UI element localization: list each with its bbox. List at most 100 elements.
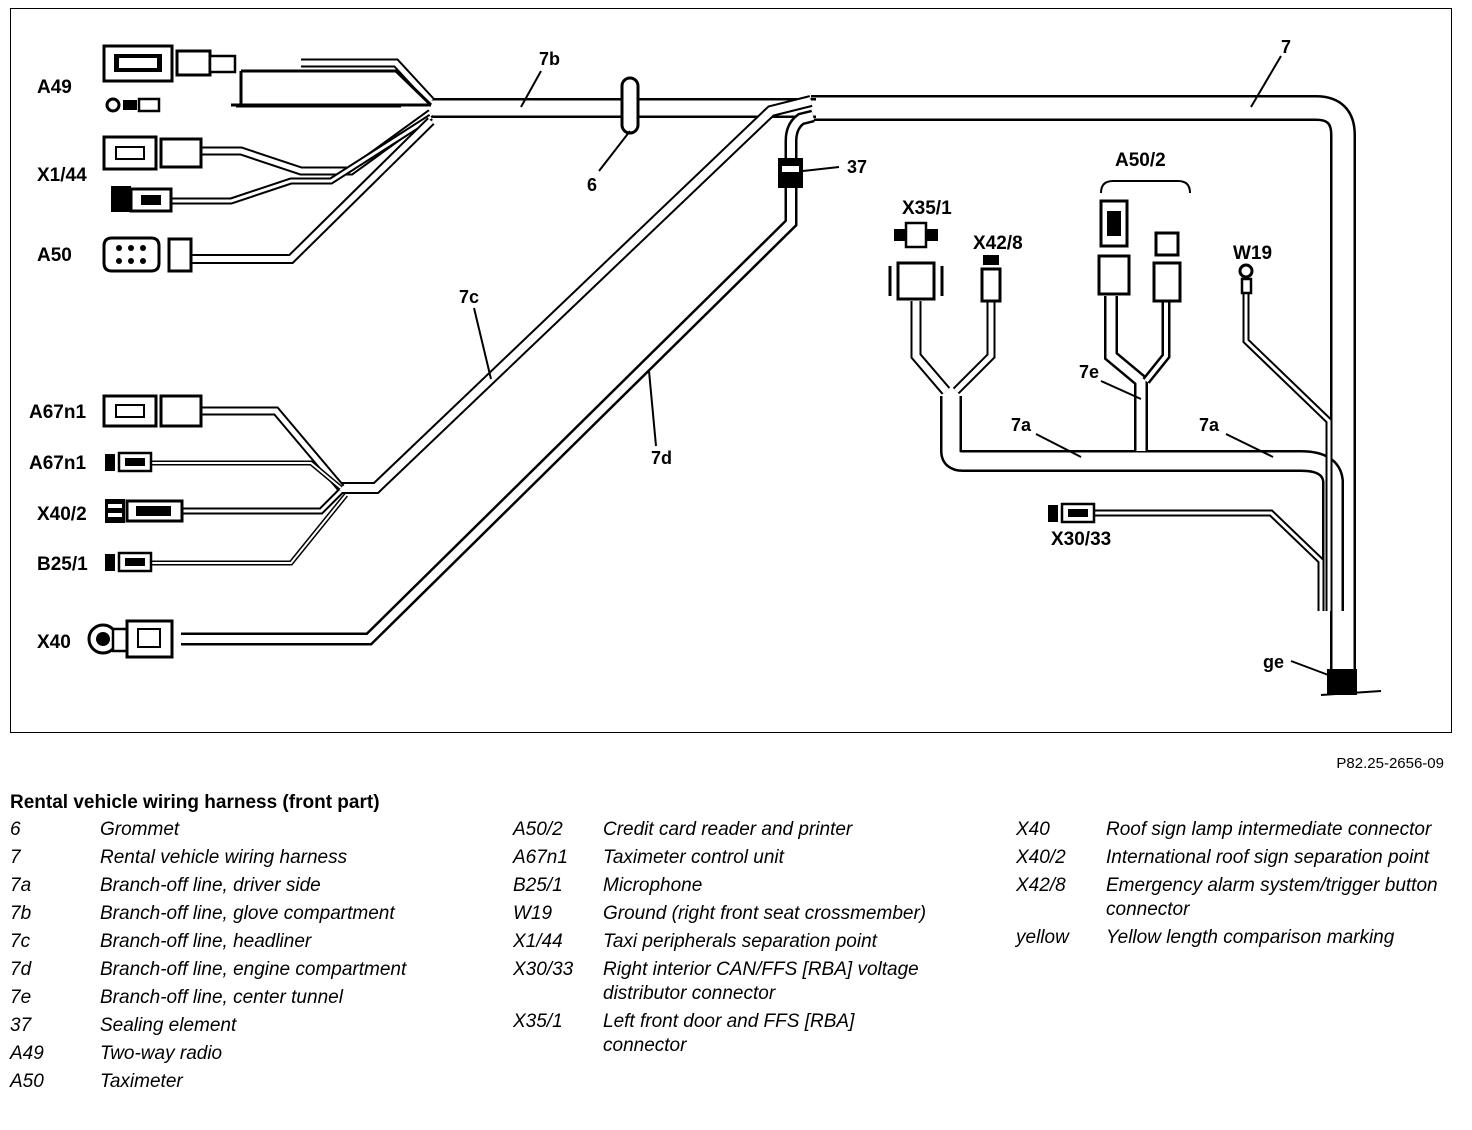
label-7: 7 [1281,37,1291,57]
connector-x30-33 [1048,502,1096,524]
legend-item: 7a Branch-off line, driver side [10,874,470,898]
legend-code: X40/2 [1016,847,1066,868]
legend-code: 7a [10,875,32,896]
label-x40-2: X40/2 [37,504,87,525]
connector-x40 [87,619,174,659]
label-37: 37 [847,157,867,177]
legend-item: B25/1 Microphone [513,874,943,898]
legend-item: X42/8 Emergency alarm system/trigger butt… [1016,874,1456,922]
legend-description: Branch-off line, center tunnel [100,987,343,1008]
connector-a67n1-large [102,394,203,428]
legend-item: W19 Ground (right front seat crossmember) [513,902,943,926]
connector-a49-antenna [105,97,161,113]
connector-b25-1 [105,551,153,573]
connector-a67n1-small [105,451,153,473]
label-a50-2: A50/2 [1115,150,1166,171]
legend-code: X35/1 [513,1011,563,1032]
connector-a50 [102,236,193,273]
legend-item: A50/2 Credit card reader and printer [513,818,943,842]
legend-code: 7e [10,987,32,1008]
legend-code: A50/2 [513,819,563,840]
legend-description: Microphone [603,875,703,896]
grommet-6 [598,76,640,172]
label-7e: 7e [1079,362,1099,382]
legend-description: Branch-off line, driver side [100,875,321,896]
legend-code: B25/1 [513,875,563,896]
wiring-diagram-frame: A49 X1/44 A50 A67n1 A67n1 X40/2 B25/1 X4… [10,8,1452,733]
label-7a-right: 7a [1199,415,1220,435]
label-7d: 7d [651,448,672,468]
legend-description: Branch-off line, headliner [100,931,312,952]
legend-item: 7d Branch-off line, engine compartment [10,958,470,982]
legend-code: 7 [10,847,21,868]
legend-item: 7e Branch-off line, center tunnel [10,986,470,1010]
legend-item: A49 Two-way radio [10,1042,470,1066]
legend-code: 6 [10,819,21,840]
connector-x1-44-lower [111,186,173,213]
legend-description: Sealing element [100,1015,237,1036]
legend-code: A49 [10,1043,44,1064]
label-7c: 7c [459,287,479,307]
legend-description: Ground (right front seat crossmember) [603,903,927,924]
legend-description: Yellow length comparison marking [1106,927,1395,948]
label-x40: X40 [37,632,71,653]
harness-7c [151,95,813,566]
legend-code: yellow [1016,927,1069,948]
legend-code: 7c [10,931,31,952]
label-w19: W19 [1233,243,1272,264]
legend-description: Credit card reader and printer [603,819,853,840]
legend-description: Branch-off line, engine compartment [100,959,407,980]
caption-title: Rental vehicle wiring harness (front par… [10,792,380,813]
connector-x40-2 [105,499,184,523]
label-ge: ge [1263,652,1284,672]
harness-7a [910,291,1344,611]
legend-item: A50 Taximeter [10,1070,470,1094]
harness-7d [181,109,815,646]
label-x1-44: X1/44 [37,165,87,186]
legend-code: 7b [10,903,32,924]
legend-item: X35/1 Left front door and FFS [RBA] conne… [513,1010,943,1058]
label-a67n1-lower: A67n1 [29,453,86,474]
legend-code: 37 [10,1015,32,1036]
legend-description: Left front door and FFS [RBA] connector [603,1011,855,1056]
legend-code: W19 [513,903,553,924]
legend-description: Taxi peripherals separation point [603,931,877,952]
label-a50: A50 [37,245,72,266]
legend-description: Two-way radio [100,1043,223,1064]
legend-code: X30/33 [513,959,574,980]
legend-description: Roof sign lamp intermediate connector [1106,819,1432,840]
label-7a-left: 7a [1011,415,1032,435]
legend-item: X40 Roof sign lamp intermediate connector [1016,818,1456,842]
legend-code: 7d [10,959,32,980]
legend-description: Grommet [100,819,180,840]
diagram-labels: A49 X1/44 A50 A67n1 A67n1 X40/2 B25/1 X4… [29,37,1291,672]
legend-code: A50 [10,1071,44,1092]
connector-x35-1 [888,221,944,301]
legend-description: Taximeter [100,1071,183,1092]
legend-item: X1/44 Taxi peripherals separation point [513,930,943,954]
legend-description: Emergency alarm system/trigger button co… [1106,875,1438,920]
connector-a49-main [102,44,237,83]
yellow-marking-ge [1290,660,1382,696]
legend-description: Right interior CAN/FFS [RBA] voltage dis… [603,959,919,1004]
harness-7-main [811,95,1356,681]
legend-item: X30/33 Right interior CAN/FFS [RBA] volta… [513,958,943,1006]
wiring-harness-diagram: A49 X1/44 A50 A67n1 A67n1 X40/2 B25/1 X4… [29,37,1382,696]
label-a67n1-upper: A67n1 [29,402,86,423]
legend-code: X40 [1016,819,1050,840]
legend-code: X1/44 [513,931,563,952]
legend-item: 6 Grommet [10,818,470,842]
connector-x1-44-upper [102,135,203,171]
connector-x42-8 [980,255,1002,303]
label-6: 6 [587,175,597,195]
sealing-element-37 [778,158,840,188]
legend-code: X42/8 [1016,875,1066,896]
label-b25-1: B25/1 [37,554,88,575]
label-x35-1: X35/1 [902,198,952,219]
